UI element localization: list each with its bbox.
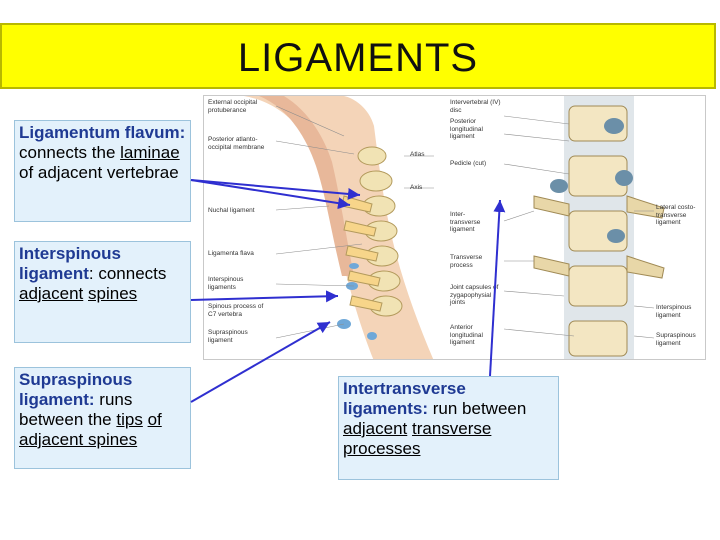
supraspinous-underlined-1: tips: [116, 410, 143, 429]
arrow-supraspinous: [190, 321, 331, 403]
label-axis: Axis: [410, 184, 423, 191]
label-posterior-atlanto: Posterior atlanto-occipital membrane: [208, 136, 265, 151]
arrow-flavum-2: [190, 179, 361, 200]
label-external-occipital: External occipital protuberance: [208, 99, 258, 114]
label-supraspinous-left: Supraspinous ligament: [208, 329, 248, 344]
box-interspinous: Interspinous ligament: connects adjacent…: [14, 241, 191, 343]
slide-title: LIGAMENTS: [237, 35, 479, 80]
label-intertransverse: Inter-transverse ligament: [450, 211, 481, 233]
box-ligamentum-flavum: Ligamentum flavum: connects the laminae …: [14, 120, 191, 222]
interspinous-underlined-1: adjacent: [19, 284, 84, 303]
label-joint-capsules: Joint capsules of zygapophysial joints: [450, 284, 499, 306]
interspinous-text-1: : connects: [88, 264, 167, 283]
label-pedicle: Pedicle (cut): [450, 160, 487, 167]
term-supraspinous: Supraspinous ligament:: [19, 370, 133, 409]
arrow-intertransverse: [489, 199, 506, 377]
intertransverse-text-1: run between: [428, 399, 527, 418]
spine-illustration: [244, 96, 665, 359]
label-spinous-c7: Spinous process of C7 vertebra: [208, 303, 264, 318]
flavum-underlined: laminae: [120, 143, 180, 162]
label-anterior-longitudinal: Anterior longitudinal ligament: [450, 324, 483, 346]
label-transverse-process: Transverse process: [450, 254, 483, 269]
interspinous-underlined-2: spines: [88, 284, 138, 303]
title-bar: LIGAMENTS: [0, 23, 716, 89]
label-atlas: Atlas: [410, 151, 425, 158]
label-iv-disc: Intervertebral (IV) disc: [450, 99, 501, 114]
arrow-flavum-1: [190, 179, 351, 210]
term-ligamentum-flavum: Ligamentum flavum:: [19, 123, 186, 142]
label-ligamenta-flava: Ligamenta flava: [208, 250, 254, 257]
box-intertransverse: Intertransverse ligaments: run between a…: [338, 376, 559, 480]
flavum-text-2: of adjacent vertebrae: [19, 163, 179, 182]
supraspinous-underlined-2: of adjacent spines: [19, 410, 162, 449]
intertransverse-underlined-1: adjacent: [343, 419, 408, 438]
box-supraspinous: Supraspinous ligament: runs between the …: [14, 367, 191, 469]
intertransverse-underlined-2: transverse processes: [343, 419, 492, 458]
label-interspinous-right: Interspinous ligament: [656, 304, 692, 319]
label-nuchal: Nuchal ligament: [208, 207, 255, 214]
arrow-interspinous: [190, 290, 339, 303]
supraspinous-text-1: runs between the: [19, 390, 133, 429]
flavum-text-1: connects the: [19, 143, 121, 162]
label-posterior-longitudinal: Posterior longitudinal ligament: [450, 118, 483, 140]
term-interspinous: Interspinous ligament: [19, 244, 122, 283]
label-lateral-costo: Lateral costo-transverse ligament: [656, 204, 696, 226]
term-intertransverse: Intertransverse ligaments:: [343, 379, 466, 418]
anatomy-figure: External occipital protuberance Posterio…: [203, 95, 706, 360]
label-supraspinous-right: Supraspinous ligament: [656, 332, 696, 347]
label-interspinous-left: Interspinous ligaments: [208, 276, 244, 291]
